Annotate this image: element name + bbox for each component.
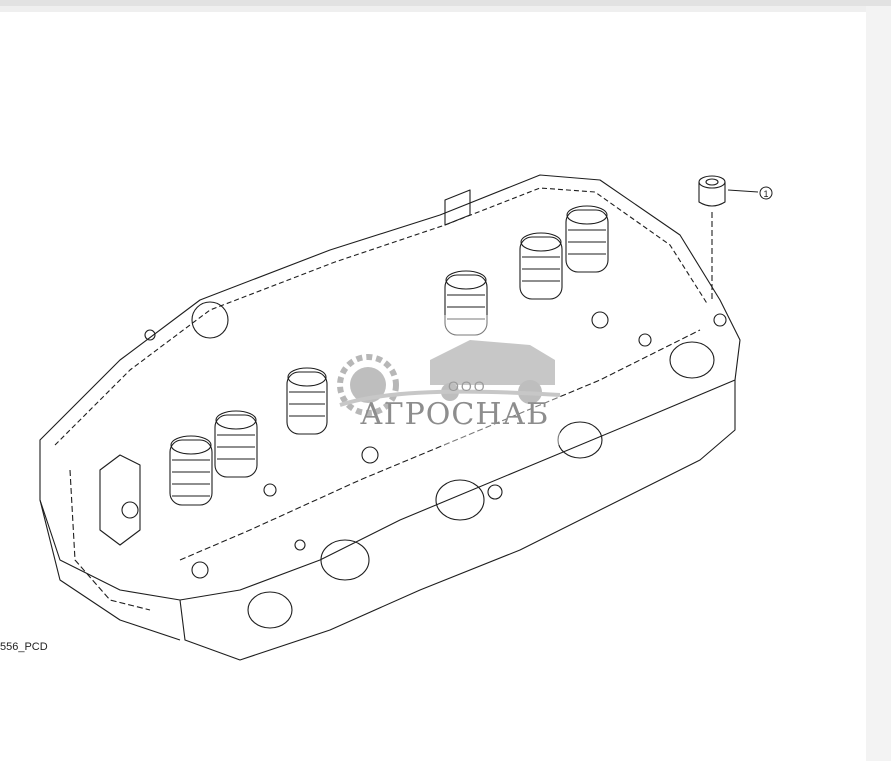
callout-1-label: 1 xyxy=(763,189,768,199)
exhaust-ports xyxy=(247,341,715,629)
head-front-dashed xyxy=(179,329,701,561)
scrollbar-gutter[interactable] xyxy=(866,6,891,761)
watermark-ooo: ООО xyxy=(448,378,487,394)
diagram-sheet xyxy=(0,12,866,761)
harvester-icon xyxy=(430,340,555,385)
callout-leader xyxy=(727,189,759,193)
part-1-sleeve xyxy=(698,175,726,207)
watermark-logo xyxy=(330,315,561,445)
callout-1[interactable]: 1 xyxy=(759,186,773,200)
top-bar xyxy=(0,0,891,6)
head-left-face xyxy=(39,499,181,641)
gear-hub-icon xyxy=(350,367,386,403)
head-front-face xyxy=(179,380,736,661)
gear-icon xyxy=(337,354,399,416)
rear-boss xyxy=(444,189,471,226)
figure-code: 556_PCD xyxy=(0,641,48,653)
left-boss xyxy=(99,454,141,546)
valve-springs-front xyxy=(169,367,328,506)
watermark-company-name: АГРОСНАБ xyxy=(360,397,550,432)
valve-springs-rear xyxy=(444,205,609,336)
bolt-holes xyxy=(121,301,727,579)
head-left-dashed xyxy=(69,469,151,611)
